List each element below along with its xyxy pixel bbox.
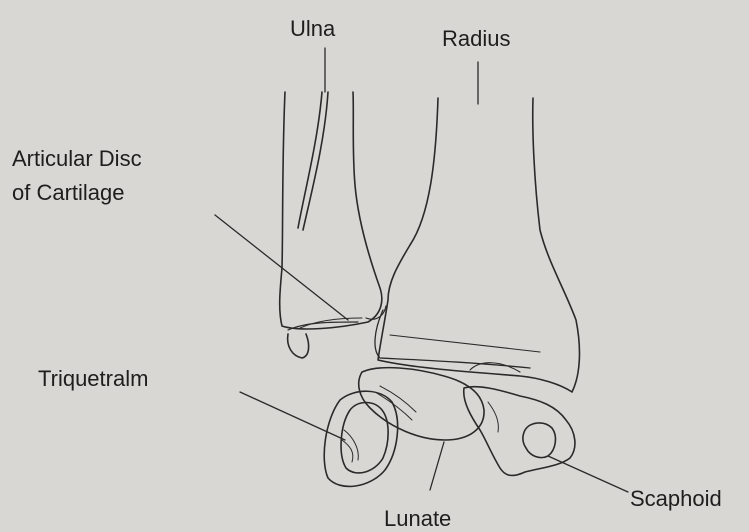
label-radius: Radius <box>442 26 510 52</box>
triquetral-bone <box>324 391 397 486</box>
label-ulna: Ulna <box>290 16 335 42</box>
label-triquetral: Triquetralm <box>38 366 148 392</box>
triquetral-leader <box>240 392 345 440</box>
lunate-leader <box>430 442 444 490</box>
radius-bone <box>375 98 580 392</box>
label-articular-disc-line1: Articular Disc <box>12 146 142 172</box>
label-lunate: Lunate <box>384 506 451 532</box>
scaphoid-leader <box>548 456 628 492</box>
label-scaphoid: Scaphoid <box>630 486 722 512</box>
label-articular-disc-line2: of Cartilage <box>12 180 125 206</box>
articular-disc-leader <box>215 215 348 320</box>
articular-disc <box>366 306 386 319</box>
leader-lines <box>215 48 628 492</box>
